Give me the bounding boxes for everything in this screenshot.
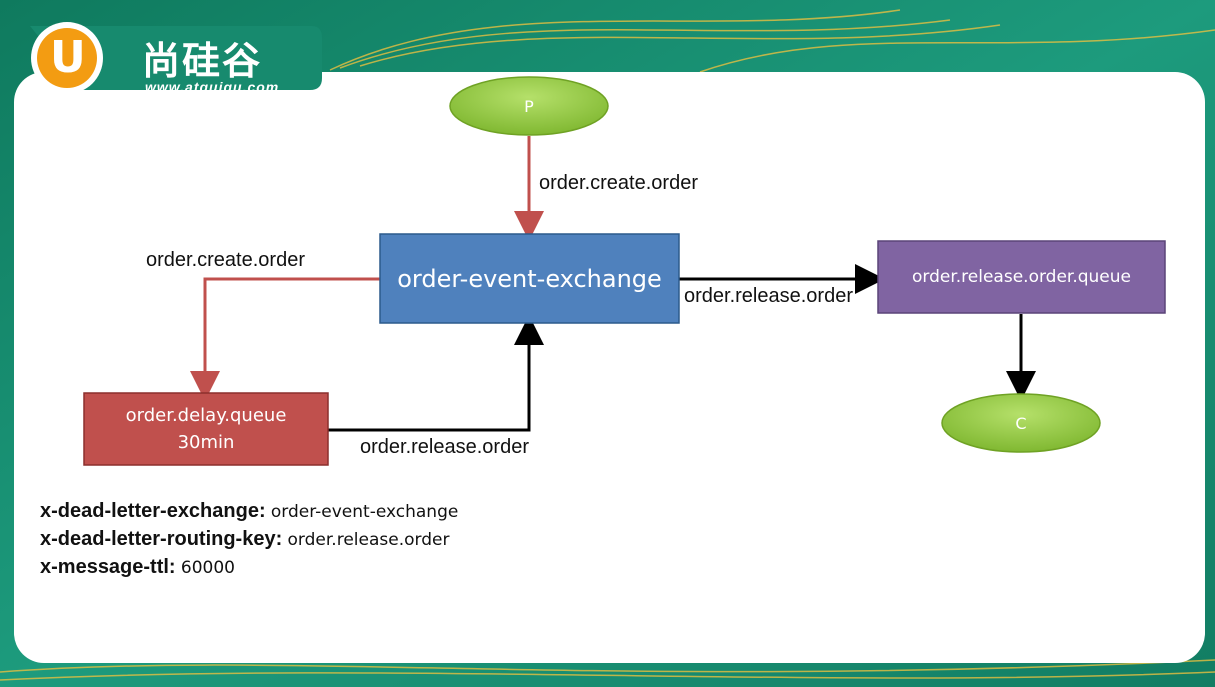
exchange-node xyxy=(379,233,680,324)
release-queue-node xyxy=(877,240,1166,314)
consumer-label: C xyxy=(1015,413,1027,433)
queue-argument-row: x-dead-letter-exchange: order-event-exch… xyxy=(40,498,458,526)
queue-argument-row: x-message-ttl: 60000 xyxy=(40,554,458,582)
queue-arguments: x-dead-letter-exchange: order-event-exch… xyxy=(40,498,458,582)
argument-key: x-dead-letter-exchange: xyxy=(40,500,266,522)
producer-label: P xyxy=(524,96,534,116)
argument-key: x-message-ttl: xyxy=(40,556,176,578)
edge-delay-to-exchange xyxy=(328,315,544,432)
brand-logo: U 尚硅谷 www.atguigu.com xyxy=(22,18,322,96)
edge-label-producer-to-exchange: order.create.order xyxy=(539,172,698,194)
producer-node xyxy=(449,76,609,136)
delay-queue-node xyxy=(83,392,329,466)
argument-value: order.release.order xyxy=(287,530,450,550)
queue-argument-row: x-dead-letter-routing-key: order.release… xyxy=(40,526,458,554)
logo-mark: U xyxy=(50,32,86,83)
logo-url: www.atguigu.com xyxy=(145,79,280,95)
edge-label-delay-to-exchange: order.release.order xyxy=(360,436,529,458)
delay-queue-name: order.delay.queue xyxy=(125,405,287,426)
argument-key: x-dead-letter-routing-key: xyxy=(40,528,283,550)
consumer-node xyxy=(941,393,1101,453)
delay-queue-ttl: 30min xyxy=(177,432,235,453)
argument-value: 60000 xyxy=(180,558,235,578)
release-queue-label: order.release.order.queue xyxy=(912,267,1131,287)
edge-exchange-to-delay xyxy=(190,277,380,401)
logo-badge-icon xyxy=(30,22,322,94)
edge-label-exchange-to-delay: order.create.order xyxy=(146,249,305,271)
logo-name: 尚硅谷 xyxy=(142,39,263,83)
content-panel xyxy=(14,72,1205,663)
exchange-label: order-event-exchange xyxy=(397,264,662,293)
edge-label-exchange-to-release: order.release.order xyxy=(684,285,853,307)
argument-value: order-event-exchange xyxy=(270,502,459,522)
delay-queue-label: order.delay.queue 30min xyxy=(84,393,328,465)
